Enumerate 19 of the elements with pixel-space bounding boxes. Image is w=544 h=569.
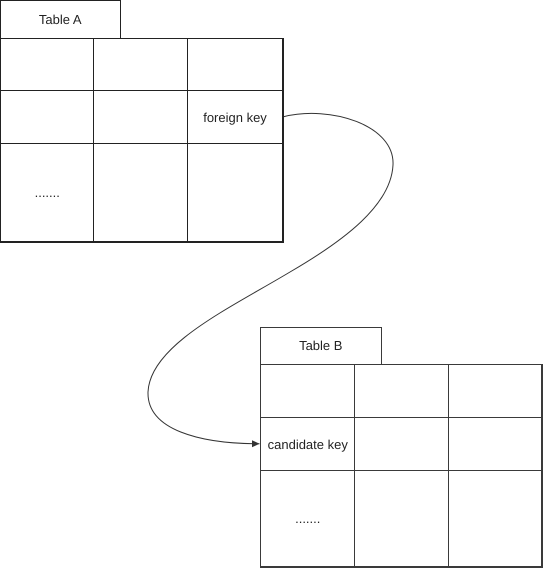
cell-text: foreign key (203, 110, 267, 125)
table-cell (354, 470, 449, 568)
table-cell (92, 90, 188, 144)
table-cell (354, 416, 449, 471)
table-cell (260, 470, 355, 568)
connector-arrow (148, 112, 394, 448)
table-cell (92, 142, 188, 242)
cell-text: ....... (34, 185, 60, 200)
table-cell (186, 38, 284, 91)
table-name-tab: Table B (260, 326, 382, 364)
cell-text: candidate key (268, 436, 348, 452)
table-cell (186, 142, 284, 242)
table-name-tab: Table A (0, 0, 121, 38)
table-cell (0, 142, 94, 242)
table-cell (448, 416, 542, 471)
table-cell (186, 90, 284, 144)
cell-text: ....... (295, 511, 320, 526)
table-cell (448, 364, 542, 418)
table-cell (448, 470, 542, 568)
